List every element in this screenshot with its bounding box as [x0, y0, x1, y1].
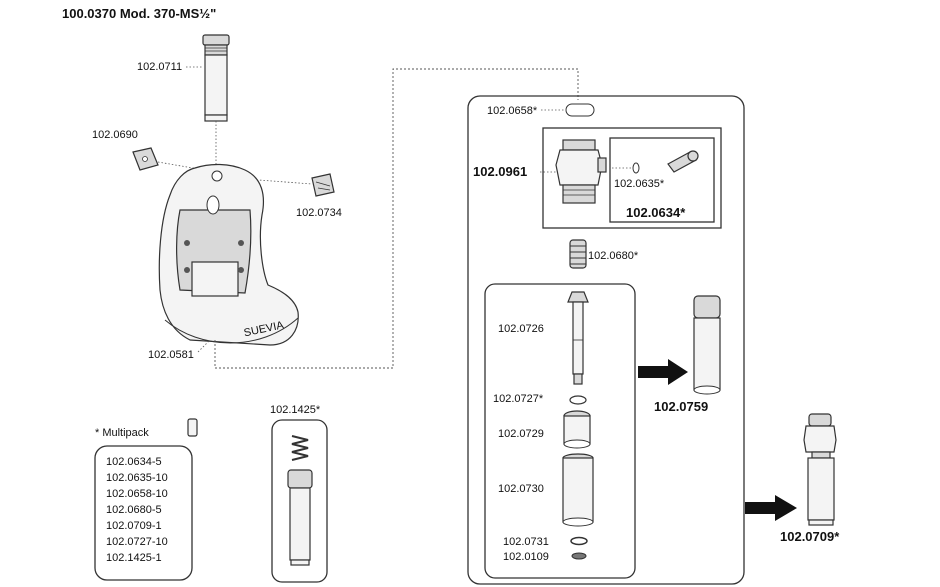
multipack-box: [94, 445, 193, 581]
assembly-1425-box: [271, 419, 328, 583]
multipack-item: 102.0635-10: [106, 472, 168, 484]
screw-set-box: [609, 137, 715, 223]
label-102-0731: 102.0731: [503, 536, 549, 548]
oring-part-0109: [571, 552, 587, 560]
multipack-item: 102.0634-5: [106, 456, 162, 468]
drinking-bowl-part-0581: SUEVIA: [158, 163, 299, 346]
label-102-0635: 102.0635*: [614, 178, 665, 190]
set-screw-part-0635: [632, 150, 699, 174]
sleeve-part-0730: [562, 453, 594, 527]
label-102-0709: 102.0709*: [780, 529, 840, 544]
label-102-0658: 102.0658*: [487, 105, 538, 117]
label-102-0729: 102.0729: [498, 428, 544, 440]
label-102-0680: 102.0680*: [588, 250, 639, 262]
label-102-0734: 102.0734: [296, 207, 342, 219]
multipack-tube-icon: [187, 418, 198, 437]
screw-part-0734: [311, 173, 335, 197]
multipack-item: 102.0727-10: [106, 536, 168, 548]
stem-parts-box: [484, 283, 636, 579]
label-102-0711: 102.0711: [137, 61, 182, 73]
valve-body-part-0961: [555, 139, 607, 204]
label-102-1425: 102.1425*: [270, 404, 321, 416]
arrow-right-icon: [638, 359, 688, 385]
spring-icon: [291, 435, 309, 461]
label-102-0730: 102.0730: [498, 483, 544, 495]
multipack-list: 102.0634-5 102.0635-10 102.0658-10 102.0680…: [106, 456, 168, 564]
label-102-0961: 102.0961: [473, 164, 527, 179]
label-102-0727: 102.0727*: [493, 393, 544, 405]
seal-ring-part-0658: [565, 103, 595, 117]
oring-part-0731: [570, 536, 588, 546]
label-102-0634: 102.0634*: [626, 205, 686, 220]
washer-part-0727: [569, 395, 587, 405]
multipack-heading: * Multipack: [95, 427, 149, 439]
multipack-item: 102.0680-5: [106, 504, 162, 516]
label-102-0690: 102.0690: [92, 129, 138, 141]
assembly-1425: 102.1425*: [270, 404, 328, 583]
diagram-title: 100.0370 Mod. 370-MS½": [62, 6, 216, 21]
pipe-part-0711: [202, 34, 230, 170]
stem-part-0726: [567, 291, 589, 385]
multipack-item: 102.0709-1: [106, 520, 162, 532]
label-102-0726: 102.0726: [498, 323, 544, 335]
valve-assembly-frame: [467, 95, 745, 585]
guide-part-0729: [563, 410, 591, 449]
label-102-0109: 102.0109: [503, 551, 549, 563]
spring-part-0680: [569, 239, 587, 269]
multipack-item: 102.1425-1: [106, 552, 162, 564]
multipack-section: * Multipack 102.0634-5 102.0635-10 102.065…: [94, 418, 198, 581]
valve-body-box: [542, 127, 722, 229]
clip-part-0690: [132, 147, 159, 171]
arrow-right-icon-2: [745, 495, 797, 521]
label-102-0759: 102.0759: [654, 399, 708, 414]
label-102-0581: 102.0581: [148, 349, 194, 361]
valve-assembly-part-0709: [803, 413, 837, 526]
multipack-item: 102.0658-10: [106, 488, 168, 500]
cartridge-part-0759: [693, 295, 721, 395]
